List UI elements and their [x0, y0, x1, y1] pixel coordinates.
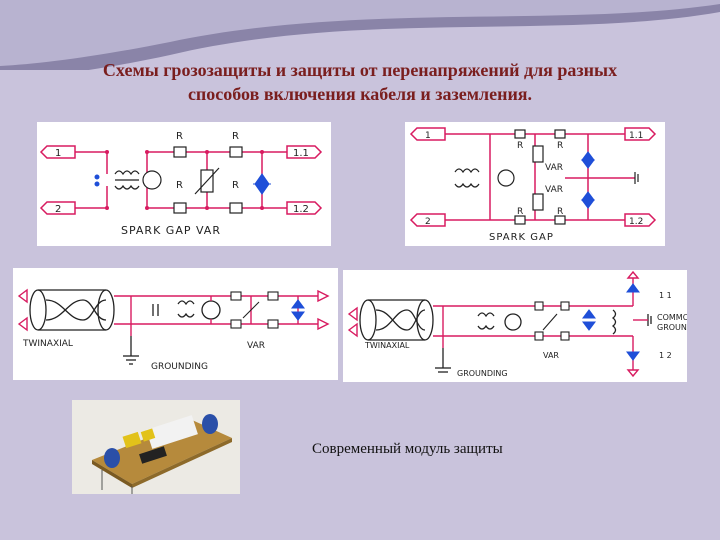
diagram-spark-gap: 1 2 1.1 1.2 R R R R VAR VAR SPARK GAP	[405, 122, 665, 246]
diagram-twinaxial-1: TWINAXIAL GROUNDING VAR	[13, 268, 338, 380]
label-in-bottom: 2	[55, 204, 61, 215]
header-band	[0, 0, 720, 70]
diagram-twinaxial-2: TWINAXIAL GROUNDING VAR 1 1 COMMON GROUN…	[343, 270, 687, 382]
label-in-top: 1	[55, 148, 61, 159]
diagram-title: SPARK GAP	[489, 232, 554, 243]
label-cable: TWINAXIAL	[22, 339, 73, 349]
label-r: R	[232, 131, 239, 142]
label-r: R	[176, 180, 183, 191]
title-line-1: Схемы грозозащиты и защиты от перенапряж…	[102, 60, 618, 80]
slide-title: Схемы грозозащиты и защиты от перенапряж…	[30, 58, 690, 106]
label-out-bottom: 1.2	[629, 217, 643, 227]
diagram-title: SPARK GAP VAR	[121, 224, 221, 237]
label-out-bottom: 1 2	[659, 351, 672, 360]
title-line-2: способов включения кабеля и заземления.	[187, 84, 533, 104]
label-r: R	[176, 131, 183, 142]
label-in-top: 1	[425, 131, 431, 141]
diagram-spark-gap-var: 1 2 1.1 1.2 R R R R SPARK GAP VAR	[37, 122, 331, 246]
label-cable: TWINAXIAL	[364, 341, 410, 350]
label-r: R	[557, 207, 563, 217]
label-var: VAR	[545, 163, 563, 173]
label-var: VAR	[545, 185, 563, 195]
label-r: R	[517, 207, 523, 217]
label-var: VAR	[543, 351, 559, 360]
label-in-bottom: 2	[425, 217, 431, 227]
label-out-top: 1.1	[629, 131, 643, 141]
label-r: R	[557, 141, 563, 151]
label-out-top: 1 1	[659, 291, 672, 300]
label-ground: GROUND	[657, 323, 687, 332]
label-r: R	[232, 180, 239, 191]
label-out-top: 1.1	[293, 148, 309, 159]
label-r: R	[517, 141, 523, 151]
label-out-bottom: 1.2	[293, 204, 309, 215]
label-grounding: GROUNDING	[457, 369, 508, 378]
label-grounding: GROUNDING	[151, 362, 208, 372]
label-common: COMMON	[657, 313, 687, 322]
protection-module-photo	[72, 400, 240, 494]
label-var: VAR	[247, 341, 265, 351]
module-caption: Современный модуль защиты	[312, 441, 503, 457]
